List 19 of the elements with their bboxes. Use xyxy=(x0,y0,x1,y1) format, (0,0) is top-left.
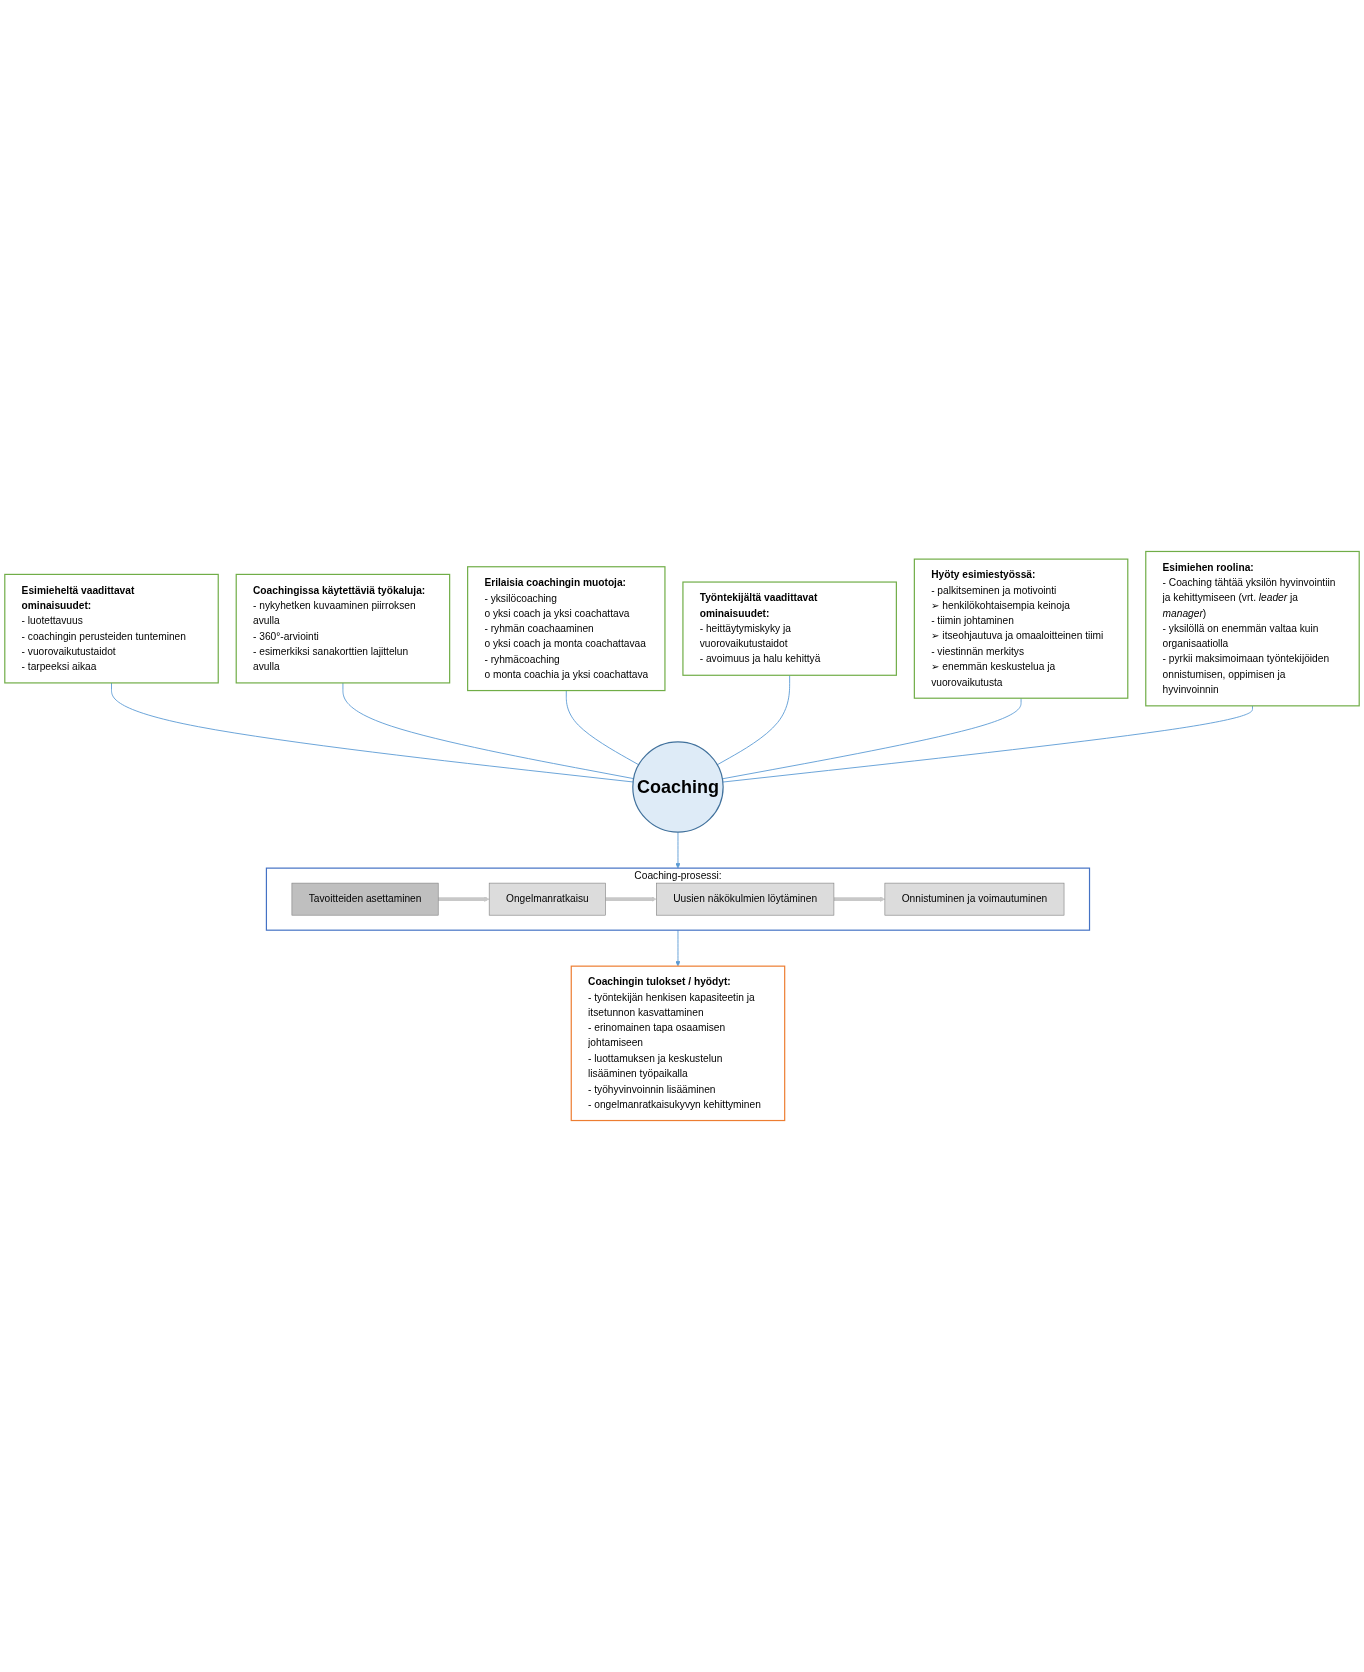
arrow xyxy=(438,896,490,902)
node-box: Tavoitteiden asettaminen xyxy=(291,882,439,916)
arrow xyxy=(833,896,886,902)
connector xyxy=(722,705,1253,783)
node-box: Coachingin tulokset / hyödyt: - työntekijän henkisen kapasiteetin ja itsetunnon kasvattaminen - erinomainen tapa osaamisen johtamiseen - luottamuksen ja keskustelun lisääminen työpaikalla - työhyvinvoinnin lisääminen - ongelmanratkaisukyvyn kehittyminen xyxy=(570,965,786,1122)
arrow xyxy=(605,896,657,902)
node-box: Onnistuminen ja voimautuminen xyxy=(884,882,1065,916)
node-circle: Coaching xyxy=(632,741,724,833)
connector xyxy=(111,682,634,783)
node-box: Hyöty esimiestyössä: - palkitseminen ja motivointi ➢ henkilökohtaisempia keinoja - tiimin johtaminen ➢ itseohjautuva ja omaaloitteinen tiimi - viestinnän merkitys ➢ enemmän keskustelua ja vuorovaikutusta xyxy=(913,558,1129,699)
node-box: Työntekijältä vaadittavat ominaisuudet: - heittäytymiskyky ja vuorovaikutustaidot - avoimuus ja halu kehittyä xyxy=(682,581,897,676)
node-box: Ongelmanratkaisu xyxy=(488,882,606,916)
connector xyxy=(565,690,640,766)
node-box: Coachingissa käytettäviä työkaluja: - nykyhetken kuvaaminen piirroksen avulla - 360°-arviointi - esimerkiksi sanakorttien lajittelun avulla xyxy=(235,573,451,684)
connector xyxy=(716,674,791,766)
node-box: Esimieheltä vaadittavat ominaisuudet: - luotettavuus - coachingin perusteiden tunteminen - vuorovaikutustaidot - tarpeeksi aikaa xyxy=(4,573,219,684)
connector xyxy=(342,682,635,780)
node-box: Erilaisia coachingin muotoja: - yksilöcoaching o yksi coach ja yksi coachattava - ryhmän coachaaminen o yksi coach ja monta coachattavaa - ryhmäcoaching o monta coachia ja yksi coachattava xyxy=(467,566,666,692)
node-box: Uusien näkökulmien löytäminen xyxy=(656,882,835,916)
